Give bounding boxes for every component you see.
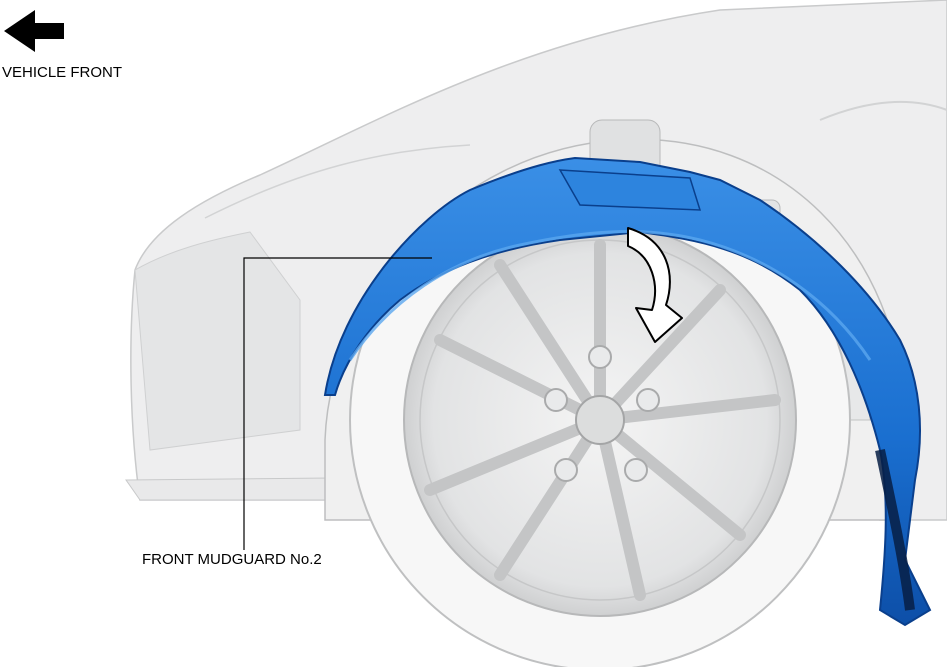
lug-nuts: [544, 345, 660, 482]
vehicle-front-label: VEHICLE FRONT: [2, 64, 123, 81]
wheel: [349, 169, 851, 667]
curved-arrow-icon: [627, 227, 683, 343]
front-mudguard-part: [323, 156, 932, 627]
front-mudguard-label: FRONT MUDGUARD No.2: [142, 551, 322, 568]
arrow-left-icon: [4, 10, 64, 52]
callout-leader-line: [243, 257, 432, 550]
wheel-spokes: [424, 239, 781, 601]
